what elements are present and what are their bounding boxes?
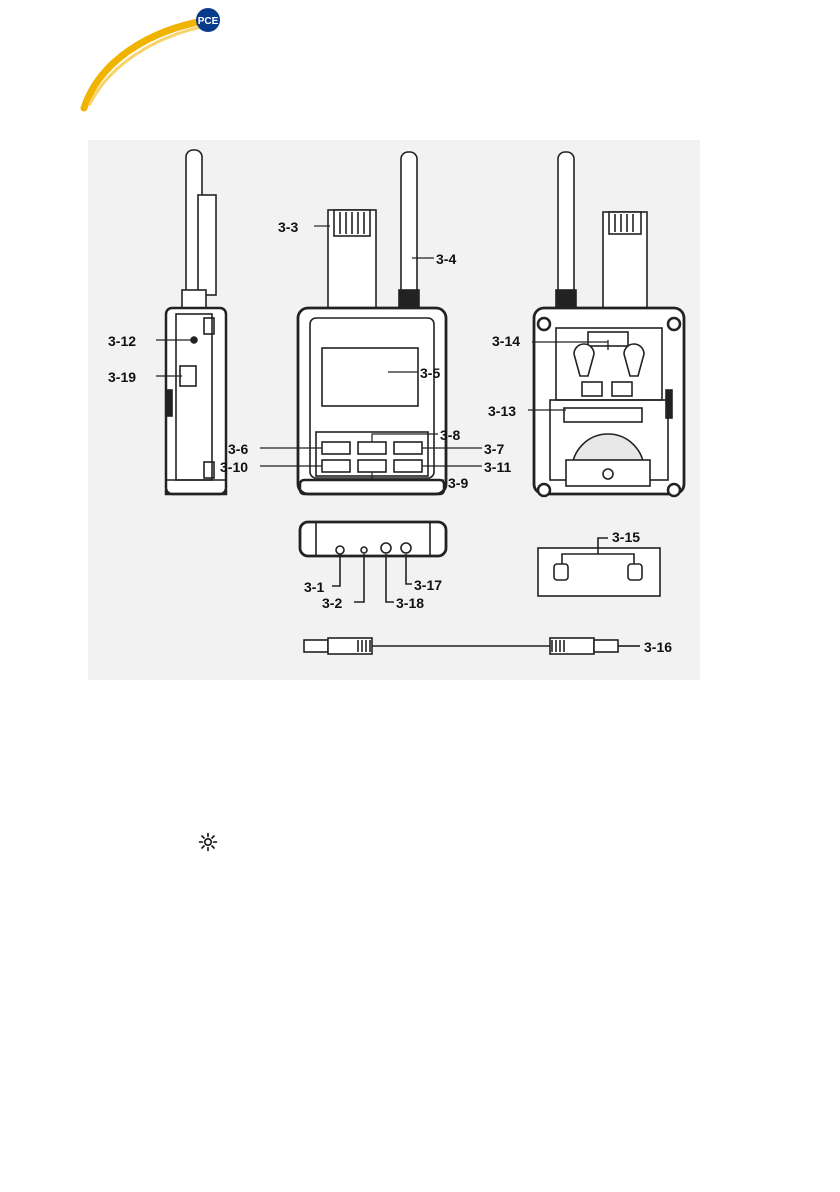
label-3-19: 3-19 xyxy=(108,369,136,385)
label-3-6: 3-6 xyxy=(228,441,248,457)
label-3-4: 3-4 xyxy=(436,251,456,267)
label-3-5: 3-5 xyxy=(420,365,440,381)
label-3-12: 3-12 xyxy=(108,333,136,349)
label-3-18: 3-18 xyxy=(396,595,424,611)
label-3-7: 3-7 xyxy=(484,441,504,457)
pce-logo: PCE xyxy=(80,0,220,115)
label-3-2: 3-2 xyxy=(322,595,342,611)
label-3-10: 3-10 xyxy=(220,459,248,475)
label-3-3: 3-3 xyxy=(278,219,298,235)
device-diagram: 3-3 3-4 3-12 3-19 3-14 3-5 3-13 3-8 3-6 … xyxy=(88,140,700,680)
label-3-16: 3-16 xyxy=(644,639,672,655)
label-3-15: 3-15 xyxy=(612,529,640,545)
label-3-8: 3-8 xyxy=(440,427,460,443)
label-3-13: 3-13 xyxy=(488,403,516,419)
label-3-1: 3-1 xyxy=(304,579,324,595)
sun-icon xyxy=(198,832,218,852)
side-view xyxy=(166,150,226,494)
front-view xyxy=(298,152,446,494)
cable xyxy=(304,638,640,654)
mounting-bracket xyxy=(538,538,660,596)
pce-logo-text: PCE xyxy=(198,16,219,27)
label-3-11: 3-11 xyxy=(484,459,511,475)
label-3-9: 3-9 xyxy=(448,475,468,491)
label-3-14: 3-14 xyxy=(492,333,520,349)
back-view xyxy=(534,152,684,496)
label-3-17: 3-17 xyxy=(414,577,442,593)
